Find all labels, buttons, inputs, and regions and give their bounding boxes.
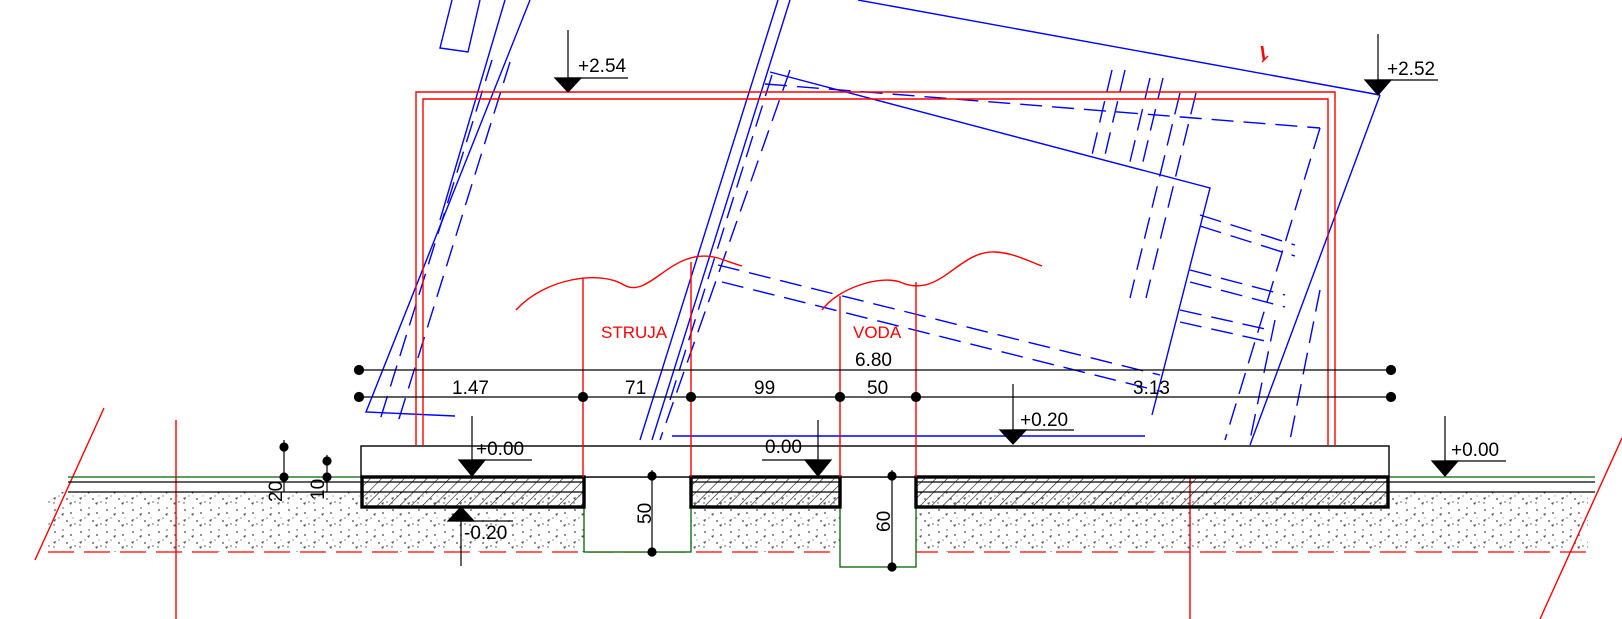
dim-segment-1: 1.47 — [452, 378, 489, 399]
dim-total: 6.80 — [855, 350, 892, 371]
dim-segment-3: 99 — [754, 378, 775, 399]
container-hidden-lines — [379, 59, 1321, 441]
level-markers — [446, 30, 1506, 566]
container-solid-edge-2 — [639, 0, 779, 441]
voda-label: VODA — [853, 323, 902, 342]
right-container-edge — [1249, 94, 1381, 446]
top-slab — [360, 445, 1390, 478]
left-inner-edge — [439, 0, 506, 221]
container-solid-edge-1 — [651, 0, 791, 441]
level-ground-right: +0.00 — [1451, 440, 1499, 461]
level-top-right: +2.52 — [1387, 59, 1435, 80]
left-tilted-wall — [364, 0, 531, 417]
roof-diagonal — [857, 0, 1381, 96]
struja-cable-curve — [515, 255, 743, 311]
level-slab-raised: +0.20 — [1020, 410, 1068, 431]
trench-struja — [583, 476, 692, 553]
level-below: -0.20 — [464, 523, 507, 544]
service-lines — [515, 251, 1043, 477]
dim-layer-2: 10 — [308, 479, 329, 500]
dim-segment-4: 50 — [867, 378, 888, 399]
level-slab-left: +0.00 — [476, 439, 524, 460]
level-slab-mid: 0.00 — [765, 437, 802, 458]
dim-trench-left: 50 — [635, 503, 656, 524]
dim-trench-right: 60 — [874, 511, 895, 532]
dim-layer-1: 20 — [266, 481, 287, 502]
dim-segment-2: 71 — [625, 378, 646, 399]
voda-pipe-curve — [821, 251, 1043, 311]
left-tilted-box — [439, 0, 481, 53]
struja-label: STRUJA — [601, 323, 668, 342]
dimension-lines — [279, 364, 1397, 572]
container-outlines — [364, 0, 1381, 446]
foundation-strips — [360, 475, 1390, 509]
enclosure-frame — [415, 91, 1336, 445]
level-top-left: +2.54 — [578, 56, 627, 77]
container-top-edge — [769, 71, 1211, 416]
dim-segment-5: 3.13 — [1133, 378, 1170, 399]
